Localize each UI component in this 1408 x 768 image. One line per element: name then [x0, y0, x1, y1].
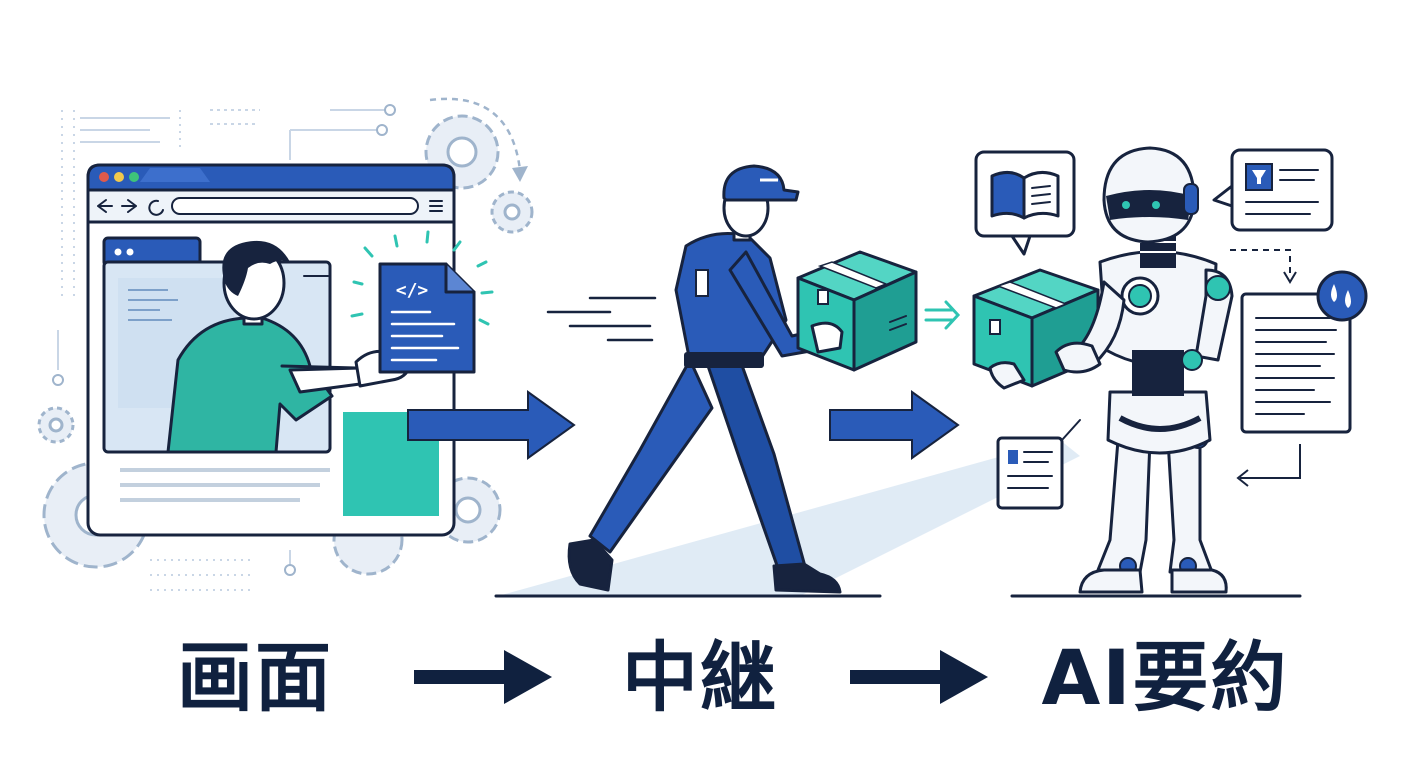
gear-icon	[490, 190, 534, 234]
filter-icon	[1212, 148, 1334, 232]
water-drop-icon	[1316, 270, 1368, 322]
book-icon	[974, 150, 1076, 256]
arrow-right-icon	[829, 390, 960, 460]
code-document-icon: </>	[350, 230, 494, 374]
caption-ai-summary: AI要約	[1041, 633, 1289, 722]
summary-document	[1230, 249, 1352, 487]
code-tag: </>	[396, 280, 429, 301]
cycle-arrow	[429, 97, 522, 171]
courier-hand	[810, 321, 844, 354]
arrow-right-icon	[407, 390, 576, 460]
speed-lines	[546, 296, 657, 342]
courier-figure	[567, 164, 842, 594]
info-card	[996, 419, 1081, 510]
cycle-arrow-head	[512, 166, 528, 182]
connector-dots	[52, 104, 396, 576]
caption-screen: 画面	[177, 633, 333, 722]
gear-icon	[37, 406, 75, 444]
arrow-right-icon	[850, 650, 988, 704]
caption-relay: 中継	[622, 633, 778, 722]
robot-icon	[1078, 146, 1234, 594]
arrow-right-icon	[414, 650, 552, 704]
user-figure	[166, 240, 412, 454]
robot-hand	[1054, 341, 1102, 374]
transfer-arrows	[924, 300, 961, 330]
robot-hand	[988, 361, 1026, 390]
box-icon	[796, 250, 918, 372]
